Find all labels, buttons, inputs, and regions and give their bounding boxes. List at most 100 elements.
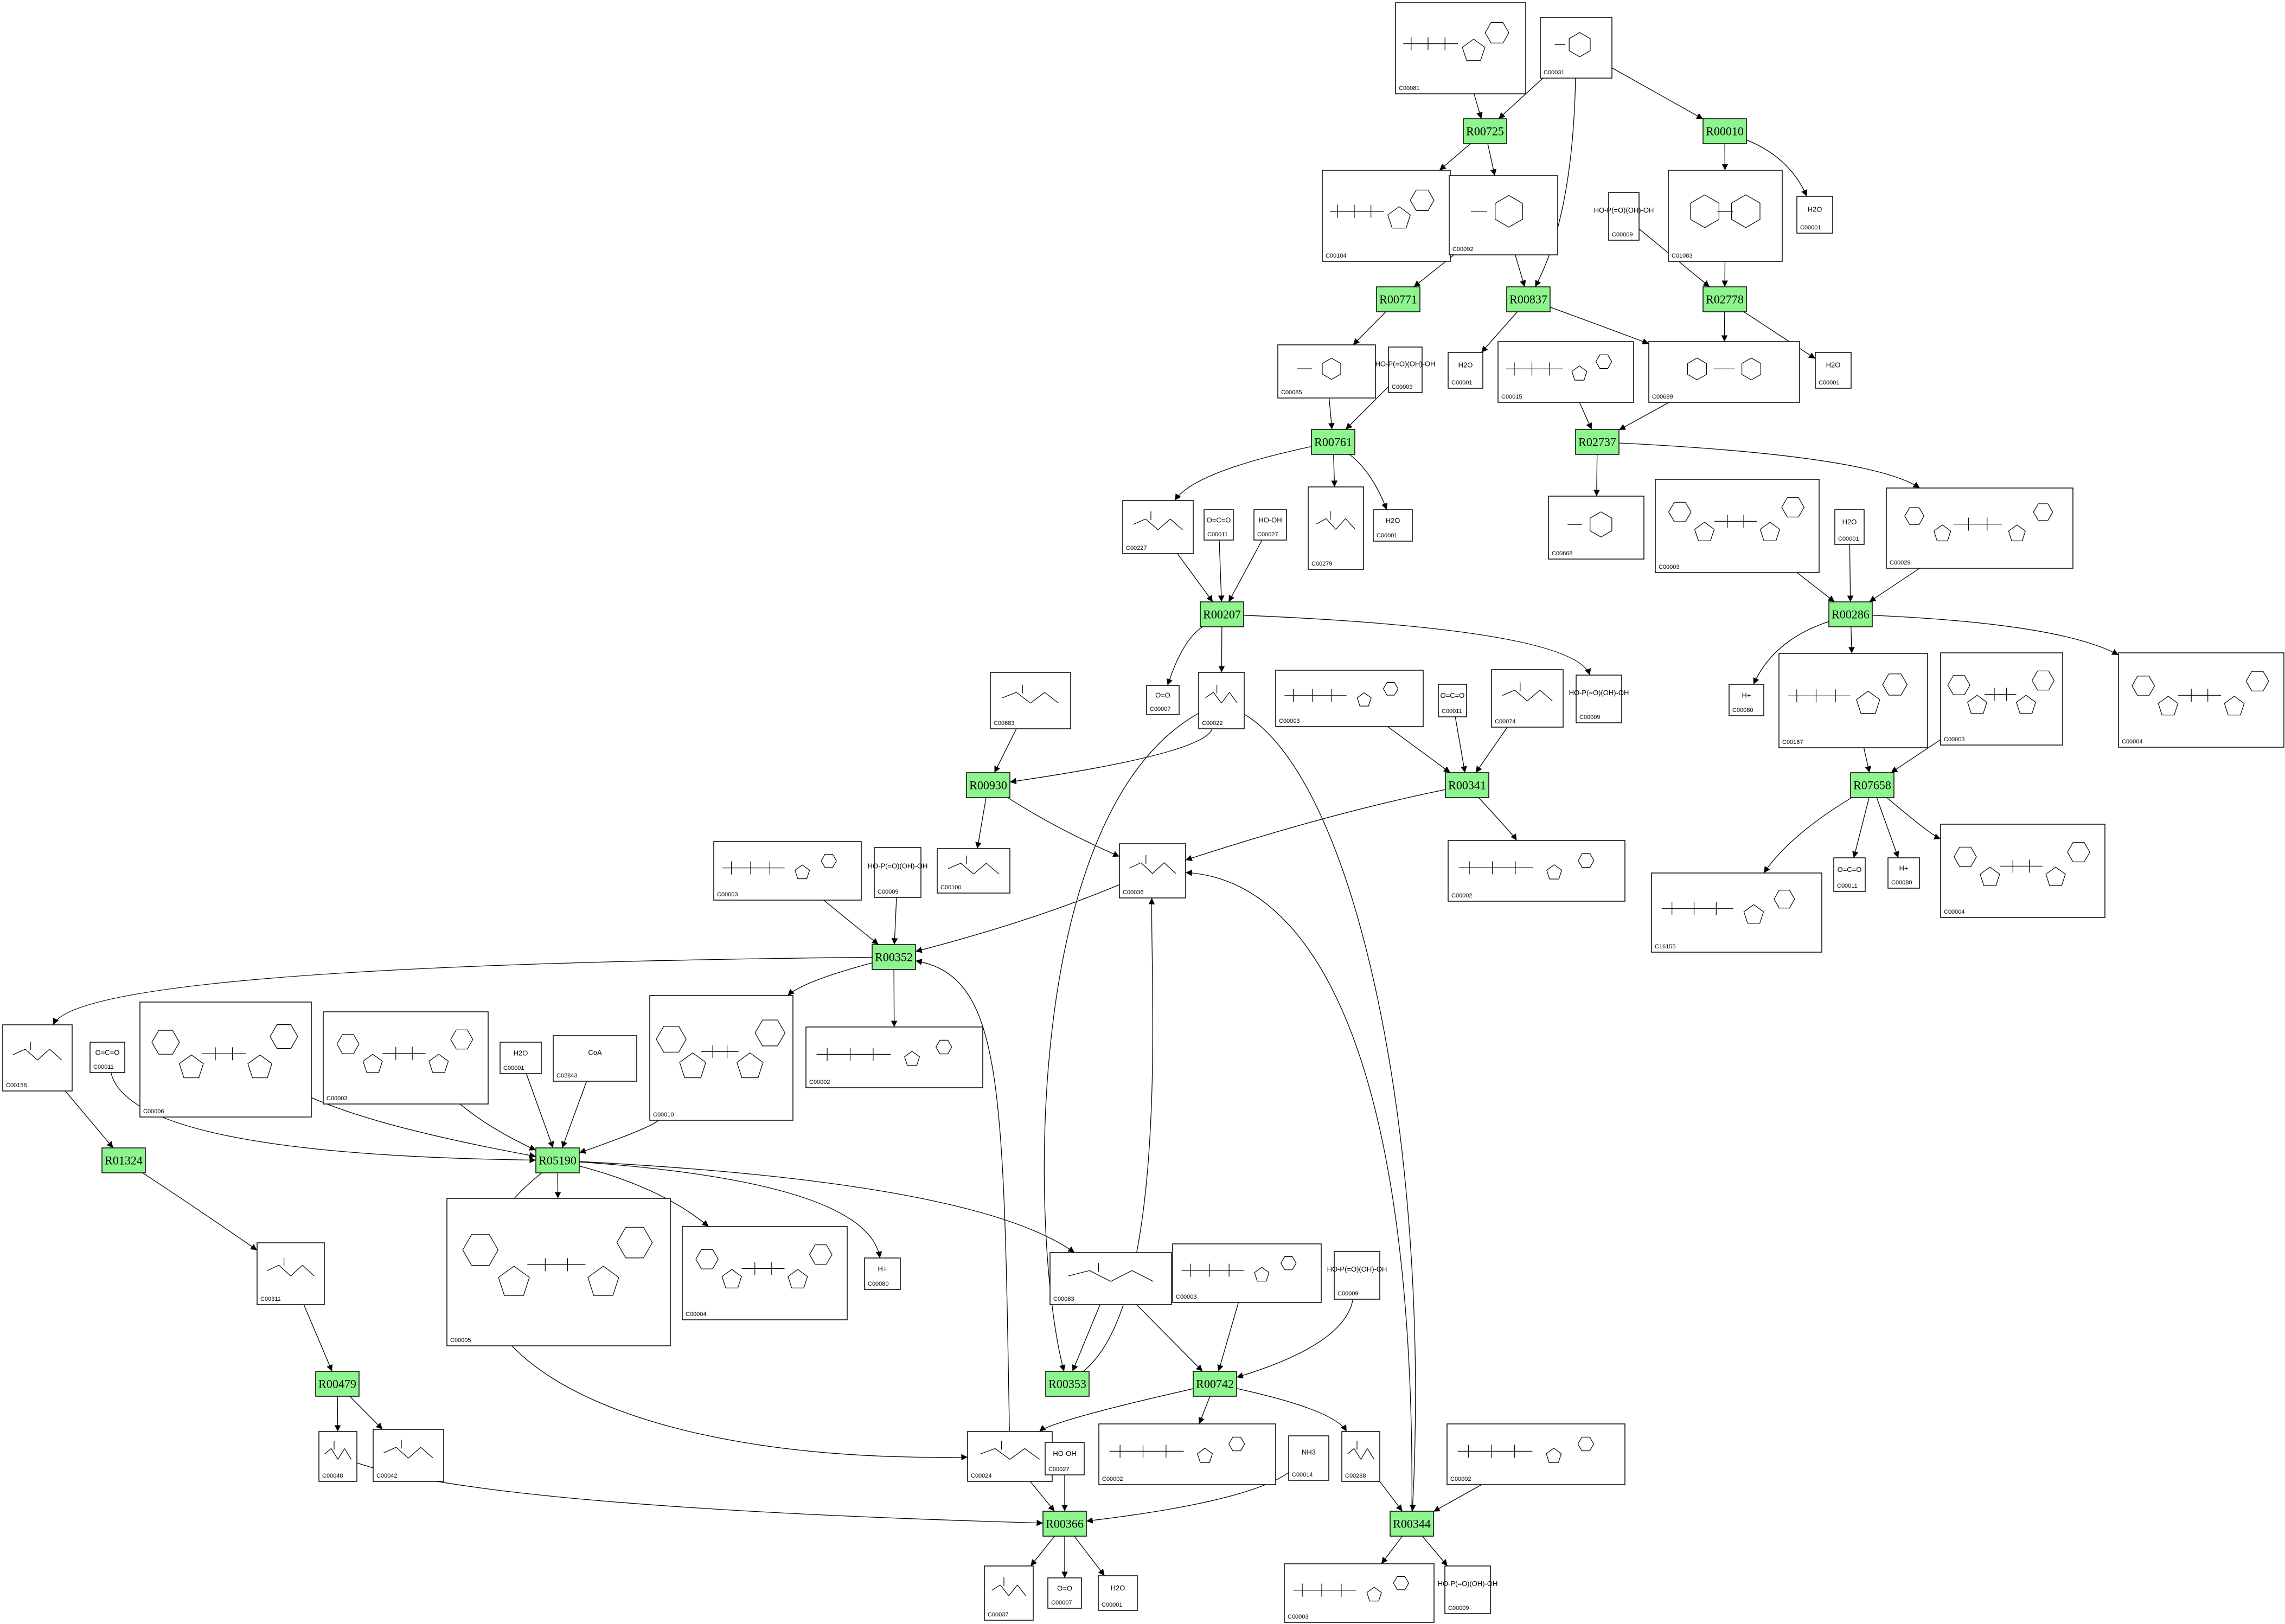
compound-structure-symbol: O=C=O	[1441, 691, 1465, 699]
compound-c32[interactable]: C00003	[1940, 652, 2063, 746]
compound-id-label: C00080	[1732, 707, 1753, 714]
compound-c65[interactable]: C00002	[1446, 1423, 1625, 1485]
compound-c11[interactable]: C00015	[1497, 341, 1634, 403]
compound-c6[interactable]: C01083	[1668, 170, 1783, 262]
compound-c27[interactable]: O=C=O C00011	[1438, 684, 1467, 717]
compound-c8[interactable]: C00085	[1277, 344, 1376, 399]
reaction-r00837[interactable]: R00837	[1506, 286, 1551, 312]
compound-c4[interactable]: C00092	[1449, 175, 1558, 255]
compound-c41[interactable]: H+C00080	[1887, 857, 1920, 889]
compound-c69[interactable]: C00003	[1284, 1563, 1435, 1623]
reaction-r02778[interactable]: R02778	[1702, 286, 1747, 312]
compound-c55[interactable]: C00083	[1049, 1252, 1172, 1305]
compound-c2[interactable]: C00031	[1540, 17, 1612, 79]
compound-c36[interactable]: C00002	[1448, 840, 1625, 902]
reaction-r00344[interactable]: R00344	[1390, 1511, 1434, 1537]
compound-c31[interactable]: C00167	[1778, 653, 1928, 748]
compound-id-label: C00036	[1123, 889, 1144, 896]
compound-c26[interactable]: C00003	[1275, 670, 1424, 727]
compound-id-label: C00010	[653, 1112, 674, 1118]
compound-id-label: C00011	[1207, 531, 1228, 538]
reaction-r00761[interactable]: R00761	[1311, 429, 1355, 455]
reaction-r00366[interactable]: R00366	[1042, 1511, 1087, 1537]
reaction-r00207[interactable]: R00207	[1200, 601, 1244, 627]
reaction-r02737[interactable]: R02737	[1575, 429, 1620, 455]
compound-c45[interactable]: C00006	[139, 1002, 312, 1118]
compound-c30[interactable]: H+C00080	[1729, 684, 1764, 716]
compound-c39[interactable]: C16155	[1651, 872, 1822, 953]
compound-c58[interactable]: C00048	[318, 1431, 357, 1482]
compound-structure-drawing	[383, 1440, 433, 1459]
compound-c51[interactable]: C00311	[257, 1242, 325, 1305]
reaction-r07658[interactable]: R07658	[1850, 772, 1894, 798]
compound-c23[interactable]: C00683	[990, 672, 1071, 729]
compound-c43[interactable]: C00158	[2, 1024, 73, 1092]
compound-c52[interactable]: C00005	[446, 1198, 671, 1346]
compound-c25[interactable]: C00022	[1198, 672, 1245, 729]
compound-structure-symbol: HO-P(=O)(OH)-OH	[1327, 1265, 1387, 1273]
compound-c34[interactable]: C00100	[937, 848, 1010, 894]
compound-c46[interactable]: C00003	[323, 1011, 489, 1105]
compound-c53[interactable]: C00004	[682, 1226, 848, 1320]
compound-c66[interactable]: C00037	[984, 1565, 1034, 1621]
compound-c64[interactable]: C00288	[1341, 1431, 1380, 1482]
compound-id-label: C00001	[1819, 380, 1840, 386]
reaction-r00742[interactable]: R00742	[1193, 1371, 1237, 1397]
reaction-r00353[interactable]: R00353	[1045, 1371, 1090, 1397]
compound-box	[318, 1431, 357, 1482]
compound-c22[interactable]: C00029	[1886, 487, 2073, 569]
compound-c19[interactable]: C00668	[1548, 496, 1644, 560]
reaction-r05190[interactable]: R05190	[535, 1147, 580, 1173]
reaction-r00771[interactable]: R00771	[1376, 286, 1420, 312]
compound-c28[interactable]: C00074	[1491, 669, 1564, 728]
reaction-r00341[interactable]: R00341	[1445, 772, 1489, 798]
compound-c20[interactable]: C00003	[1655, 479, 1820, 573]
reaction-r00479[interactable]: R00479	[315, 1371, 360, 1397]
compound-c42[interactable]: C00004	[1940, 824, 2105, 918]
compound-c59[interactable]: C00042	[373, 1429, 444, 1482]
compound-c54[interactable]: H+C00080	[864, 1257, 901, 1290]
compound-c1[interactable]: C00081	[1395, 2, 1526, 94]
compound-c60[interactable]: C00024	[967, 1431, 1053, 1482]
compound-c35[interactable]: C00036	[1119, 843, 1186, 898]
compound-c3[interactable]: C00104	[1322, 170, 1451, 262]
compound-c17[interactable]: C00279	[1308, 486, 1364, 570]
compound-c37[interactable]: C00003	[713, 841, 862, 901]
compound-c50[interactable]: C00002	[805, 1026, 983, 1088]
reaction-r01324[interactable]: R01324	[101, 1147, 146, 1173]
reaction-r00725[interactable]: R00725	[1463, 118, 1507, 144]
compound-c12[interactable]: C00689	[1648, 341, 1800, 403]
compound-c33[interactable]: C00004	[2118, 652, 2284, 748]
compound-id-label: C00011	[1442, 708, 1462, 715]
compound-c14[interactable]: C00227	[1122, 500, 1194, 554]
reaction-r00930[interactable]: R00930	[966, 772, 1010, 798]
reaction-r00352[interactable]: R00352	[872, 944, 916, 970]
compound-c56[interactable]: C00003	[1172, 1243, 1322, 1303]
compound-c62[interactable]: C00002	[1098, 1423, 1276, 1485]
reaction-r00286[interactable]: R00286	[1828, 601, 1873, 627]
compound-c49[interactable]: C00010	[649, 995, 793, 1121]
reaction-r00010[interactable]: R00010	[1702, 118, 1747, 144]
